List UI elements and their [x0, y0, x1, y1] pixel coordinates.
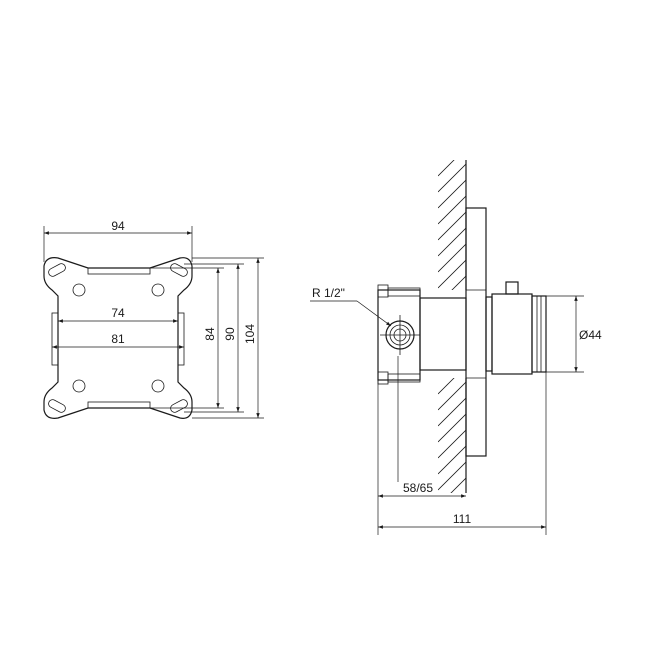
dim-label-length: 111	[453, 512, 472, 526]
bracket-top	[387, 287, 421, 297]
bottom-rail	[87, 401, 151, 409]
handle-cap	[531, 295, 547, 373]
side-view: R 1/2" Ø44 58/65 111	[310, 160, 602, 535]
hole-bottom-left	[72, 379, 86, 393]
handle-base	[485, 296, 493, 372]
slot-bottom-left	[48, 399, 66, 413]
dim-label-84: 84	[203, 327, 217, 341]
thread-label: R 1/2"	[312, 286, 345, 300]
valve-body	[419, 297, 467, 371]
cover-plate	[465, 207, 487, 457]
wall-hatch-bottom	[438, 378, 466, 493]
mounting-plate-outline	[43, 257, 193, 419]
slot-top-right	[170, 263, 188, 277]
dim-label-81: 81	[111, 332, 125, 346]
handle-body	[491, 293, 533, 375]
dim-label-74: 74	[111, 306, 125, 320]
top-rail	[87, 267, 151, 275]
dim-label-94: 94	[111, 219, 125, 233]
right-tab	[177, 312, 185, 366]
dim-label-90: 90	[223, 327, 237, 341]
hole-top-left	[72, 283, 86, 297]
slot-bottom-right	[170, 399, 188, 413]
wall-hatch-top	[438, 160, 466, 290]
hole-top-right	[151, 283, 165, 297]
handle-knob	[505, 281, 519, 295]
mount-flange-top	[377, 284, 389, 298]
mount-flange-bottom	[377, 371, 389, 385]
left-tab	[51, 312, 59, 366]
slot-top-left	[48, 263, 66, 277]
dim-label-diameter: Ø44	[579, 328, 602, 342]
dim-label-depth: 58/65	[403, 481, 433, 495]
dim-label-104: 104	[243, 324, 257, 344]
hole-bottom-right	[151, 379, 165, 393]
front-view: 94 74 81 84 90 104	[43, 219, 264, 419]
bracket-bottom	[387, 373, 421, 383]
